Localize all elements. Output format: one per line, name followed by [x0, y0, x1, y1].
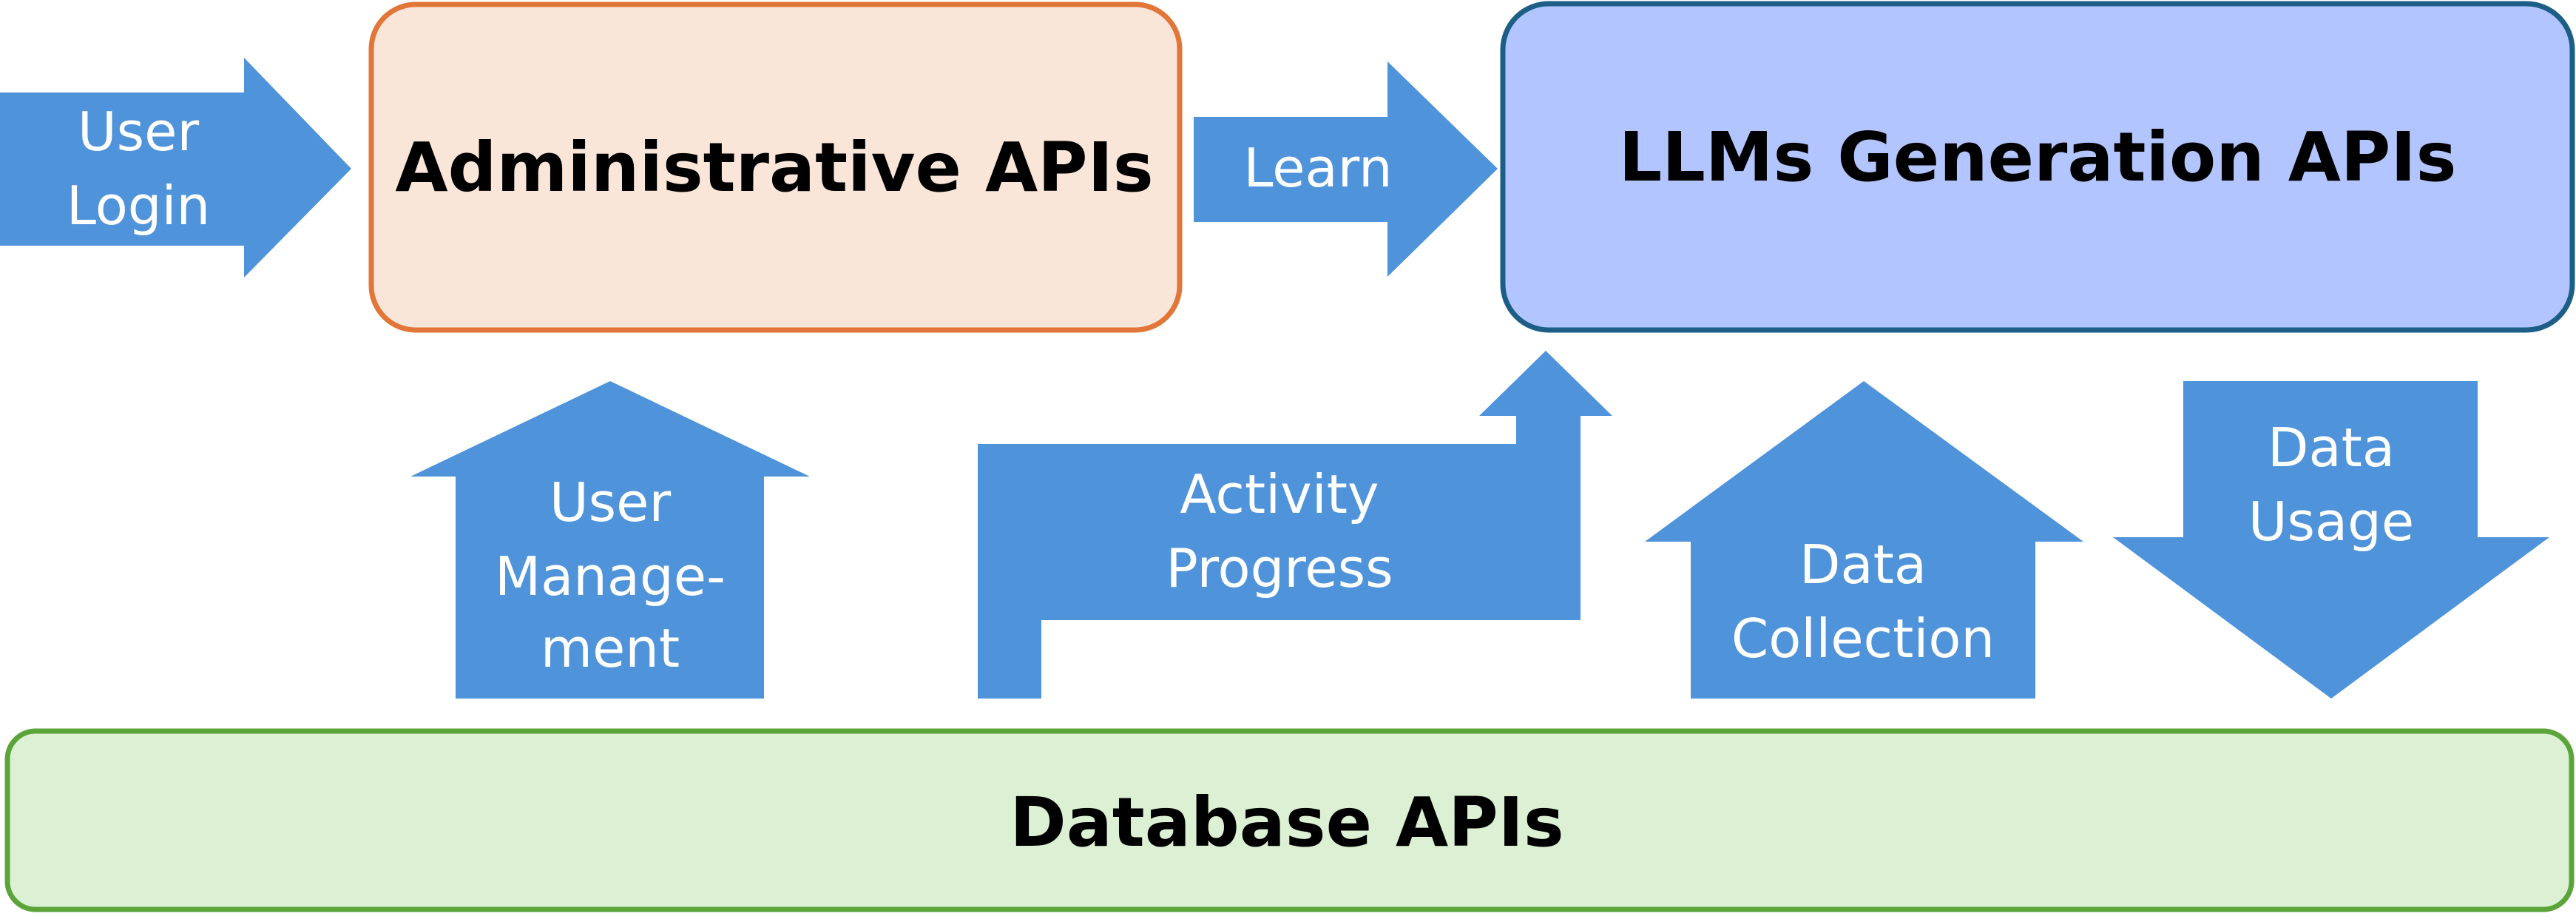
user-login-arrow: User Login	[0, 58, 351, 277]
user-login-arrow-shape	[0, 58, 351, 277]
user-management-arrow: User Manage- ment	[410, 381, 810, 699]
administrative-apis-title: Administrative APIs	[395, 128, 1153, 207]
data-collection-label-line2: Collection	[1731, 608, 1995, 670]
user-login-label-line1: User	[78, 101, 200, 163]
data-collection-arrow-shape	[1645, 381, 2083, 699]
llms-generation-apis-title: LLMs Generation APIs	[1619, 118, 2457, 197]
learn-label: Learn	[1243, 137, 1392, 199]
activity-progress-label-line1: Activity	[1180, 463, 1379, 525]
data-usage-arrow: Data Usage	[2113, 381, 2549, 699]
llms-generation-apis-box-shape	[1500, 1, 2575, 333]
activity-progress-arrow-shape	[978, 351, 1612, 699]
user-management-label-line3: ment	[541, 617, 680, 679]
database-apis-box-shape	[4, 728, 2575, 912]
user-management-label-line1: User	[550, 471, 672, 534]
learn-arrow: Learn	[1194, 61, 1498, 277]
administrative-apis-box-shape	[368, 1, 1183, 333]
data-collection-label-line1: Data	[1799, 534, 1927, 596]
learn-arrow-shape	[1194, 61, 1498, 277]
data-usage-arrow-shape	[2113, 381, 2549, 699]
activity-progress-arrow: Activity Progress	[978, 351, 1612, 699]
llms-generation-apis-box: LLMs Generation APIs	[1500, 1, 2575, 333]
data-usage-label-line2: Usage	[2248, 491, 2414, 553]
data-usage-label-line1: Data	[2268, 417, 2395, 479]
administrative-apis-box: Administrative APIs	[368, 1, 1183, 333]
data-collection-arrow: Data Collection	[1645, 381, 2083, 699]
database-apis-title: Database APIs	[1010, 783, 1563, 862]
user-management-arrow-shape	[410, 381, 810, 699]
user-management-label-line2: Manage-	[495, 545, 726, 608]
activity-progress-label-line2: Progress	[1166, 537, 1393, 599]
database-apis-box: Database APIs	[4, 728, 2575, 912]
user-login-label-line2: Login	[67, 175, 210, 237]
